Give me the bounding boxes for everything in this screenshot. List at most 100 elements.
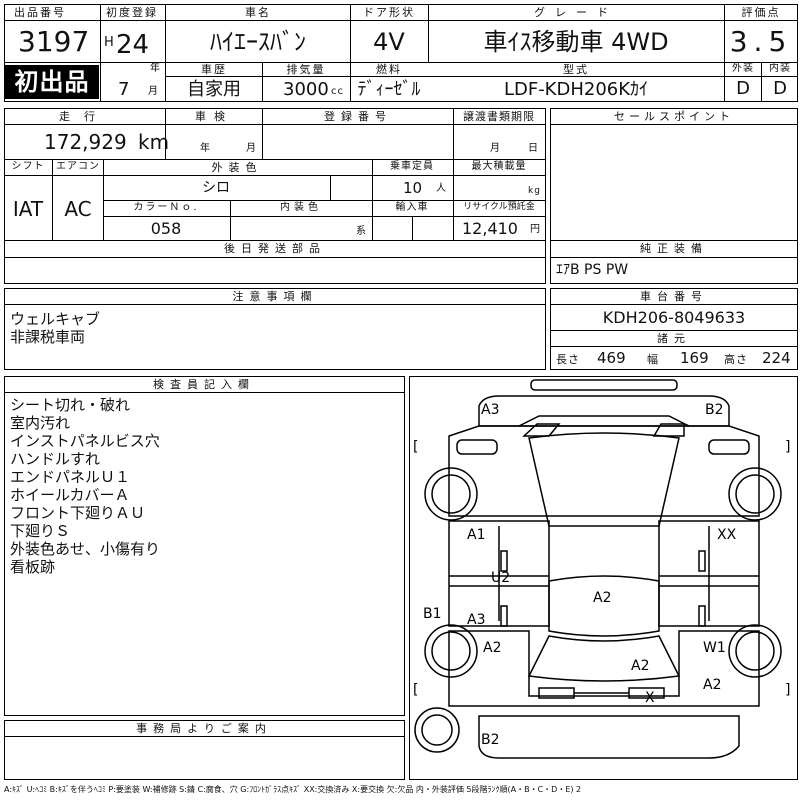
era-mark: H — [104, 35, 114, 50]
ac-label: エアコン — [56, 161, 100, 172]
inspector-line: ホイールカバーＡ — [10, 486, 130, 504]
bracket-left-bottom: [ — [413, 682, 418, 698]
width-label: 幅 — [647, 353, 659, 366]
rear-bumper-shape — [478, 715, 740, 759]
spare-tire — [414, 707, 460, 753]
first-reg-month: 7 — [118, 79, 130, 100]
mileage-unit: km — [138, 130, 170, 154]
mark-x-bottom: X — [645, 690, 655, 706]
mark-a3-top: A3 — [481, 402, 499, 418]
office-label: 事務局よりご案内 — [136, 722, 272, 735]
mileage-value: 172,929 — [44, 130, 127, 154]
mark-a1: A1 — [467, 527, 485, 543]
inspector-box — [4, 376, 405, 716]
front-bumper-shape — [478, 395, 730, 427]
windshield-shape — [528, 432, 680, 527]
right-mirror-shape — [708, 439, 750, 455]
reg-no-label: 登録番号 — [324, 110, 392, 123]
inspection-year-unit: 年 — [200, 143, 211, 154]
color-no-label: カラーＮｏ. — [133, 202, 199, 213]
mark-b2-bottom: B2 — [481, 732, 500, 748]
inspector-line: 下廻りＳ — [10, 522, 71, 540]
maxload-unit: kg — [528, 186, 541, 196]
chassis-box — [550, 288, 798, 370]
shift-label: シフト — [11, 161, 45, 172]
mark-xx: XX — [717, 527, 737, 543]
notes-line: ウェルキャブ — [10, 310, 101, 328]
mark-b2-top: B2 — [705, 402, 724, 418]
width-value: 169 — [680, 349, 709, 367]
vehicle-details-table — [4, 108, 546, 284]
model-name: ﾊｲｴｰｽﾊﾞﾝ — [210, 28, 306, 56]
displacement-value: 3000 — [283, 79, 329, 100]
later-parts-label: 後日発送部品 — [224, 242, 326, 255]
rear-left-wheel — [424, 624, 478, 678]
body-upper-shape — [448, 425, 760, 517]
inspector-line: エンドパネルＵ１ — [10, 468, 131, 486]
recycle-unit: 円 — [530, 224, 541, 235]
mark-a2-right: A2 — [703, 677, 721, 693]
mark-a2-center: A2 — [631, 658, 649, 674]
left-mirror-shape — [456, 439, 498, 455]
notes-box — [4, 288, 546, 370]
lot-number: 3197 — [18, 25, 90, 58]
inspection-label: 車検 — [195, 110, 233, 123]
transfer-label: 譲渡書類期限 — [463, 110, 535, 123]
int-color-unit: 系 — [356, 226, 367, 237]
front-right-wheel — [728, 467, 782, 521]
bracket-left-top: [ — [413, 439, 418, 455]
recycle-value: 12,410 — [462, 219, 518, 238]
rear-right-wheel — [728, 624, 782, 678]
door-label: ドア形状 — [363, 6, 415, 19]
bracket-right-bottom: ] — [785, 682, 790, 698]
first-listing-badge: 初出品 — [5, 65, 99, 99]
inspector-line: 外装色あせ、小傷有り — [10, 540, 161, 558]
car-diagram: A3 B2 A1 XX U2 A2 B1 A3 A2 W1 A2 A2 X B2… — [413, 379, 790, 759]
height-label: 高さ — [724, 353, 748, 366]
mark-b1: B1 — [423, 606, 442, 622]
ext-grade-value: D — [736, 78, 750, 99]
int-color-label: 内装色 — [280, 202, 322, 213]
roof-spoiler-shape — [530, 379, 678, 391]
shift-value: IAT — [12, 197, 44, 221]
fuel-label: 燃料 — [376, 63, 402, 76]
mark-u2: U2 — [491, 570, 510, 586]
color-no-value: 058 — [150, 219, 182, 238]
rear-window-shape — [527, 635, 681, 682]
ext-grade-label: 外装 — [732, 63, 754, 74]
office-box — [4, 720, 405, 780]
displacement-label: 排気量 — [286, 63, 326, 76]
length-value: 469 — [597, 349, 626, 367]
sales-points-label: セールスポイント — [614, 110, 734, 123]
damage-diagram-box — [409, 376, 798, 780]
inspector-line: インストパネルビス穴 — [10, 432, 160, 450]
transfer-day-unit: 日 — [528, 143, 539, 154]
recycle-label: リサイクル預託金 — [463, 202, 535, 212]
first-reg-label: 初度登録 — [106, 6, 158, 19]
score-value: 3.5 — [729, 25, 793, 58]
type-value: LDF-KDH206Kｶｲ — [503, 79, 649, 100]
maxload-label: 最大積載量 — [471, 161, 527, 172]
mark-a2-left: A2 — [483, 640, 501, 656]
ac-value: AC — [64, 197, 92, 221]
capacity-unit: 人 — [436, 183, 447, 194]
mark-a2-roof: A2 — [593, 590, 611, 606]
equipment-label: 純正装備 — [640, 242, 708, 255]
front-left-wheel — [424, 467, 478, 521]
bracket-right-top: ] — [785, 439, 790, 455]
history-value: 自家用 — [187, 79, 241, 100]
chassis-label: 車台番号 — [640, 290, 708, 303]
chassis-value: KDH206-8049633 — [602, 308, 746, 327]
lot-no-label: 出品番号 — [14, 6, 66, 19]
mileage-label: 走行 — [59, 110, 109, 123]
inspector-lines: シート切れ・破れ 室内汚れ インストパネルビス穴 ハンドルすれ エンドパネルＵ１… — [10, 396, 160, 576]
score-label: 評価点 — [741, 6, 781, 19]
grade-value: 車ｲｽ移動車 4WD — [483, 28, 669, 56]
displacement-unit: cc — [331, 86, 344, 97]
grade-label: グレード — [534, 6, 618, 19]
equipment-value: ｴｱB PS PW — [556, 262, 629, 278]
notes-label: 注意事項欄 — [232, 290, 318, 303]
capacity-label: 乗車定員 — [390, 161, 434, 172]
history-label: 車歴 — [201, 63, 227, 76]
door-type: 4V — [373, 28, 405, 56]
